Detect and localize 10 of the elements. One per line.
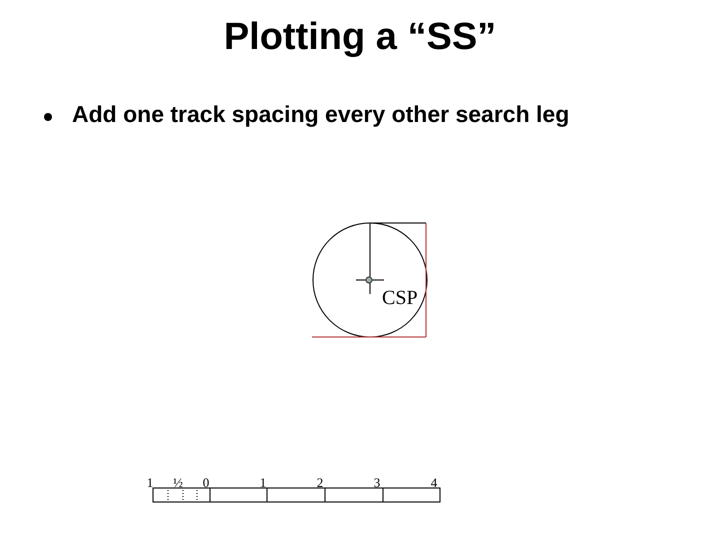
scale-number: 2 <box>316 476 324 489</box>
scale-number: 0 <box>202 476 210 489</box>
scale-number: 1 <box>146 476 154 489</box>
scale-number: 3 <box>374 476 380 489</box>
scale-number: ½ <box>173 476 183 489</box>
point-label: CSP <box>382 288 418 308</box>
bullet-text: Add one track spacing every other search leg <box>72 103 570 126</box>
scale-number: 4 <box>430 476 438 489</box>
scale-number: 1 <box>260 476 266 489</box>
title: Plotting a “SS” <box>222 18 498 56</box>
